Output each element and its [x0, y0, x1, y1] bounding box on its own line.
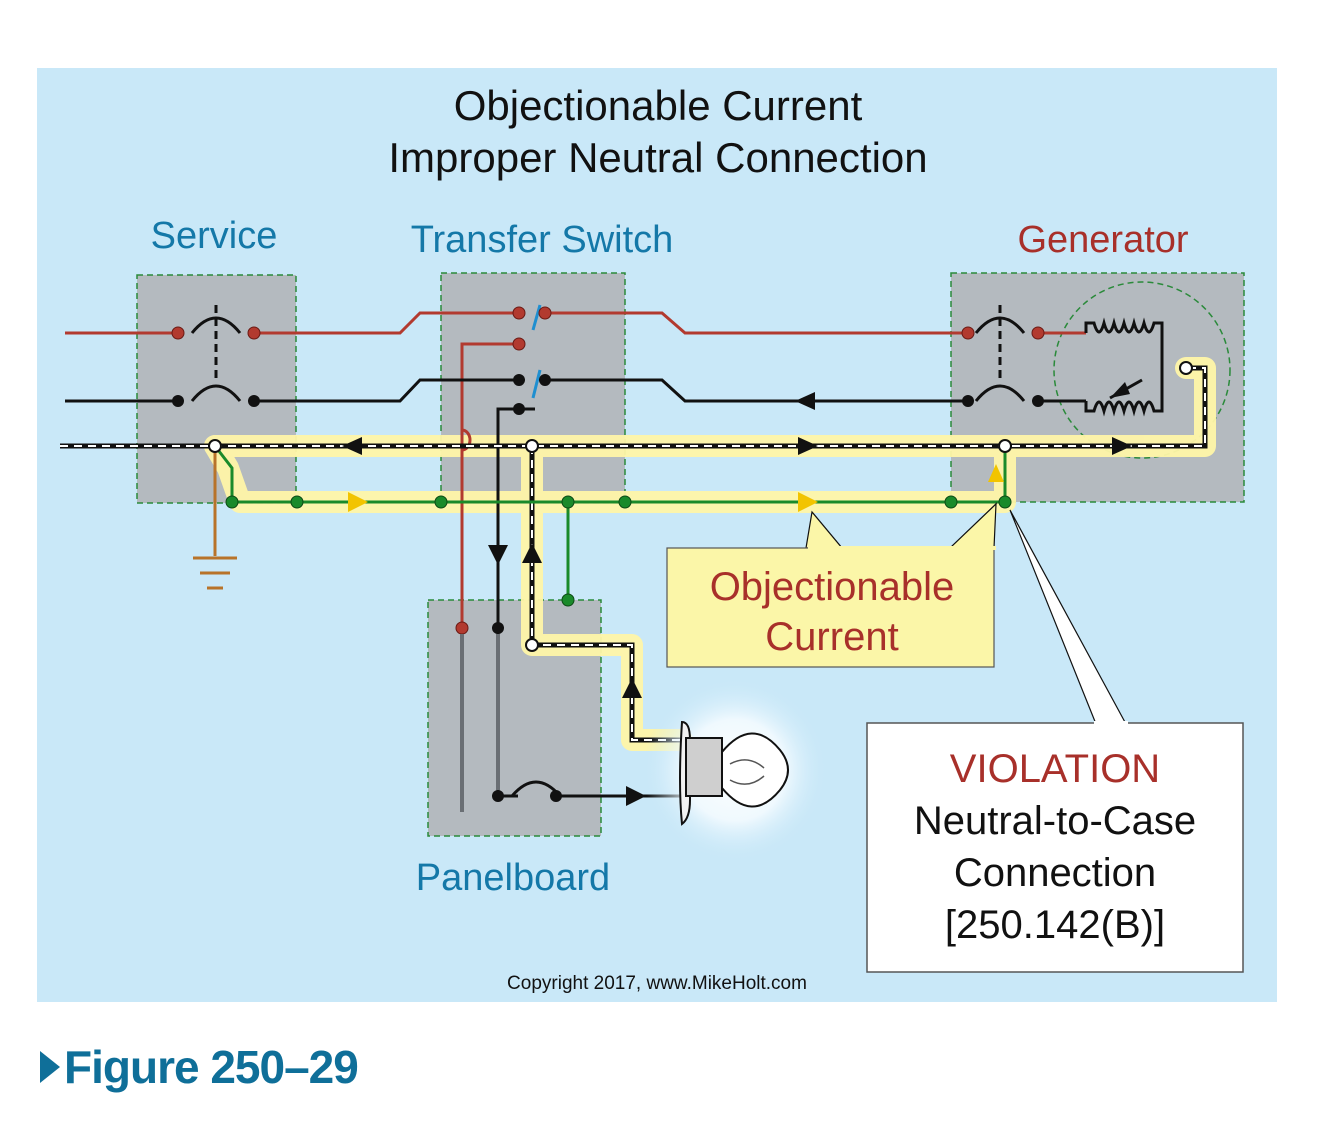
violation-line2: Connection — [954, 851, 1156, 895]
violation-line1: Neutral-to-Case — [914, 799, 1196, 843]
red-terminals — [171, 306, 1045, 635]
panelboard-bus-bars — [460, 634, 500, 812]
green-terminals — [225, 495, 1012, 607]
violation-callout-box — [866, 722, 1244, 973]
generator-label: Generator — [1017, 219, 1188, 261]
violation-callout-seam — [1094, 721, 1128, 725]
black-arrows — [342, 392, 1132, 806]
coil-arrow-icon — [1110, 382, 1130, 398]
generator-circle — [1053, 281, 1231, 459]
figure-caption-text: Figure 250–29 — [64, 1041, 359, 1093]
ground-symbol-icon — [193, 446, 237, 590]
yellow-current-arrows — [348, 464, 1004, 512]
light-bulb-icon — [643, 678, 827, 862]
caption-arrow-icon — [40, 1051, 60, 1083]
violation-line3: [250.142(B)] — [945, 903, 1165, 947]
current-callout-line1: Objectionable — [710, 565, 955, 609]
current-callout-seam — [808, 546, 996, 550]
red-crossover — [461, 428, 472, 452]
neutral-terminals — [208, 361, 1193, 652]
service-label: Service — [151, 215, 278, 257]
copyright-text: Copyright 2017, www.MikeHolt.com — [507, 973, 807, 994]
violation-heading: VIOLATION — [950, 747, 1160, 791]
diagram-title-line2: Improper Neutral Connection — [388, 134, 927, 181]
transfer-switch-label: Transfer Switch — [411, 219, 674, 261]
black-terminals — [172, 374, 1044, 802]
diagram-title-line1: Objectionable Current — [454, 82, 863, 129]
transfer-switch-blades — [531, 304, 542, 399]
current-callout-box — [666, 547, 995, 668]
figure-caption: Figure 250–29 — [40, 1040, 359, 1094]
panelboard-label: Panelboard — [416, 857, 610, 899]
current-callout-line2: Current — [765, 615, 898, 659]
